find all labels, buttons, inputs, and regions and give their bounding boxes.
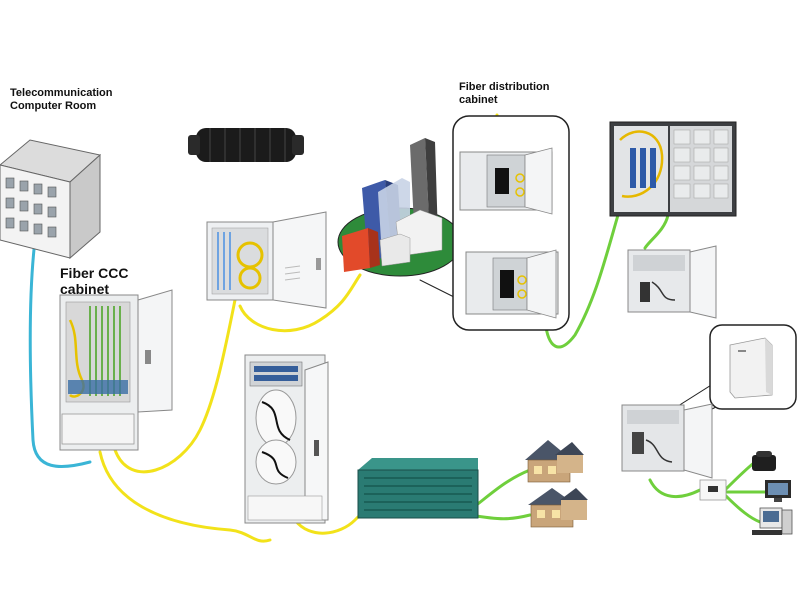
- city-buildings-icon: [337, 138, 463, 277]
- fdc-label-line2: cabinet: [459, 94, 498, 106]
- green-cable-panel-to-box: [643, 213, 670, 250]
- house-icon: [528, 488, 588, 528]
- green-cable-socket-to-phone: [723, 460, 757, 492]
- computer-room-label-line2: Computer Room: [10, 100, 97, 112]
- green-cable-fdc-to-panel: [543, 213, 620, 349]
- splice-closure-icon: [188, 128, 304, 162]
- yellow-cable-ccc-to-wallbox: [113, 298, 237, 474]
- rack-switch-icon: [357, 458, 479, 519]
- terminal-box-icon: [627, 245, 717, 319]
- fiber-ccc-cabinet-label: Fiber CCC cabinet: [60, 265, 128, 297]
- telephone-icon: [752, 451, 776, 471]
- green-cable-rack-to-house2: [468, 513, 532, 521]
- wall-cabinet-icon: [206, 211, 327, 309]
- fiber-distribution-cabinet-label: Fiber distribution cabinet: [459, 81, 549, 107]
- computer-room-label-line1: Telecommunication: [10, 87, 113, 99]
- subscriber-box: [621, 403, 713, 479]
- ccc-label-line2: cabinet: [60, 281, 110, 297]
- fiber-ccc-cabinet: [59, 289, 173, 451]
- building-icon: [0, 139, 102, 260]
- computer-room-label: Telecommunication Computer Room: [10, 87, 112, 113]
- blue-fiber-cable: [28, 238, 92, 468]
- fdc-label-line1: Fiber distribution: [459, 81, 550, 93]
- computer-icon: [752, 507, 793, 535]
- green-cable-box-to-socket: [648, 478, 702, 499]
- fiber-distribution-cabinet-group: [452, 115, 570, 331]
- green-cable-rack-to-house1: [468, 468, 532, 512]
- onu-device-icon: [729, 337, 773, 399]
- yellow-cable-ccc-to-outdoor: [98, 450, 272, 543]
- ccc-label-line1: Fiber CCC: [60, 265, 129, 281]
- onu-callout: [709, 324, 797, 410]
- outdoor-cabinet-icon: [244, 354, 329, 524]
- green-cable-socket-to-pc: [723, 493, 762, 524]
- wall-socket: [699, 479, 727, 501]
- fiber-terminal-panel: [609, 121, 737, 217]
- house-icon: [525, 440, 584, 483]
- monitor-icon: [765, 480, 791, 502]
- yellow-cable-wallbox-to-city: [238, 273, 362, 333]
